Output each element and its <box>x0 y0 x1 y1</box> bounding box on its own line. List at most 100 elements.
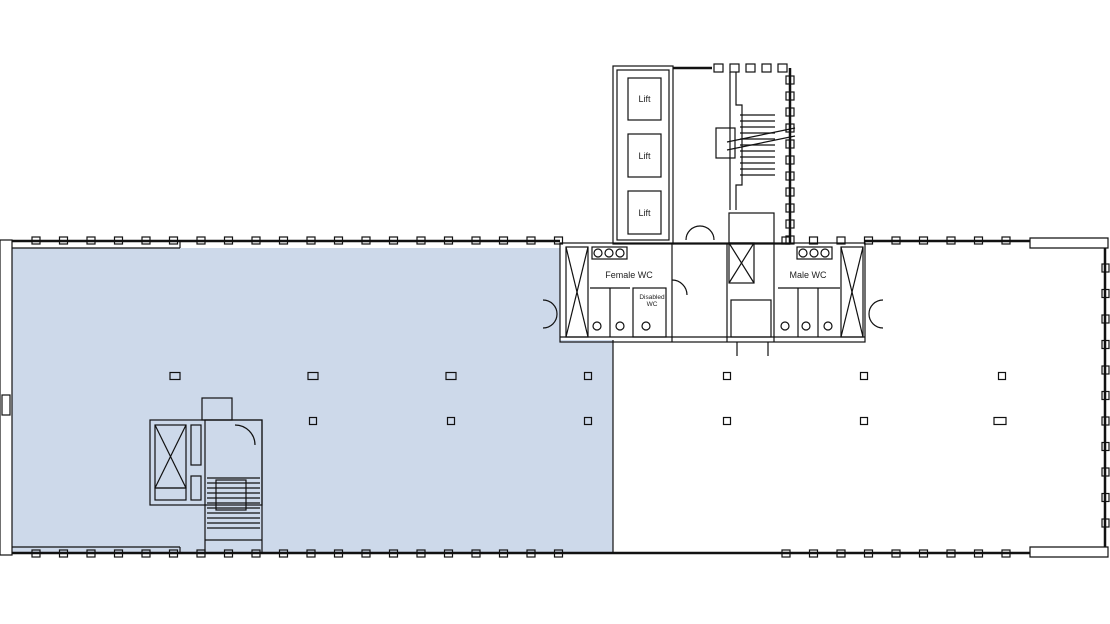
toilet <box>801 321 811 331</box>
pilaster <box>443 549 454 558</box>
pilaster <box>86 236 96 245</box>
pilaster <box>918 549 929 558</box>
pilaster <box>333 549 344 558</box>
column <box>307 371 319 381</box>
pilaster <box>713 63 724 73</box>
lift-3 <box>627 190 662 235</box>
pilaster <box>416 236 426 245</box>
sink <box>593 248 603 258</box>
pilaster <box>361 549 371 558</box>
pilaster <box>388 549 399 558</box>
pilaster <box>498 549 509 558</box>
central-core: Lift Lift Lift <box>612 65 796 245</box>
pilaster <box>141 236 151 245</box>
pilaster <box>31 236 41 245</box>
pilaster <box>443 236 454 245</box>
pilaster <box>777 63 788 73</box>
pilaster <box>729 63 740 73</box>
column <box>583 371 593 381</box>
lift-2 <box>627 133 662 178</box>
pilaster <box>1101 263 1110 273</box>
pilaster <box>808 549 819 558</box>
sink <box>615 248 625 258</box>
sink <box>604 248 614 258</box>
pilaster <box>416 549 426 558</box>
pilaster <box>836 549 846 558</box>
structural-columns <box>169 371 1007 426</box>
toilet <box>823 321 833 331</box>
toilet <box>615 321 625 331</box>
outer-walls <box>0 237 1109 558</box>
column <box>445 371 457 381</box>
sink <box>809 248 819 258</box>
sink <box>798 248 808 258</box>
pilaster <box>333 236 344 245</box>
sink <box>820 248 830 258</box>
highlighted-area[interactable] <box>12 248 613 553</box>
pilaster <box>836 236 846 245</box>
pilaster <box>1101 518 1110 528</box>
pilaster <box>973 549 984 558</box>
column <box>583 416 593 426</box>
pilaster <box>863 549 874 558</box>
pilaster <box>553 236 564 245</box>
pilaster <box>1101 339 1110 350</box>
pilaster <box>1001 549 1011 558</box>
pilaster <box>471 236 481 245</box>
disabled-wc-label: WC <box>647 301 658 308</box>
pilaster <box>141 549 151 558</box>
pilaster <box>251 236 261 245</box>
pilaster <box>1101 467 1110 477</box>
male-wc-label: Male WC <box>789 270 827 280</box>
pilaster <box>361 236 371 245</box>
column <box>993 416 1007 426</box>
pilaster <box>1101 441 1110 452</box>
pilaster <box>278 549 289 558</box>
pilaster <box>1001 236 1011 245</box>
pilaster <box>86 549 96 558</box>
column <box>446 416 456 426</box>
pilaster <box>891 549 901 558</box>
pilaster <box>168 236 179 245</box>
pilaster <box>1101 314 1110 324</box>
pilaster <box>306 549 316 558</box>
wc-block: Female WC Male WC Disabled WC <box>542 225 884 356</box>
pilaster <box>388 236 399 245</box>
pilaster <box>891 236 901 245</box>
pilaster <box>498 236 509 245</box>
pilaster <box>526 549 536 558</box>
column <box>859 416 869 426</box>
pilaster <box>168 549 179 558</box>
left-stair-core <box>149 397 263 554</box>
pilaster <box>918 236 929 245</box>
pilaster <box>946 549 956 558</box>
pilaster <box>113 549 124 558</box>
pilaster <box>761 63 772 73</box>
toilet <box>641 321 651 331</box>
pilaster <box>526 236 536 245</box>
pilaster <box>278 236 289 245</box>
pilaster <box>113 236 124 245</box>
pilaster <box>973 236 984 245</box>
pilaster <box>58 236 69 245</box>
lift-label: Lift <box>638 208 651 218</box>
pilaster <box>553 549 564 558</box>
column <box>997 371 1007 381</box>
pilaster <box>1101 416 1110 426</box>
pilaster <box>745 63 756 73</box>
pilaster <box>781 549 791 558</box>
pilaster <box>1101 288 1110 299</box>
pilaster <box>863 236 874 245</box>
column <box>722 371 732 381</box>
column <box>169 371 181 381</box>
pilaster <box>31 549 41 558</box>
toilet <box>592 321 602 331</box>
disabled-wc-label: Disabled <box>639 294 665 301</box>
female-wc-label: Female WC <box>605 270 653 280</box>
lift-label: Lift <box>638 151 651 161</box>
pilaster <box>808 236 819 245</box>
pilaster <box>223 236 234 245</box>
pilaster <box>1101 365 1110 375</box>
pilaster <box>1101 492 1110 503</box>
